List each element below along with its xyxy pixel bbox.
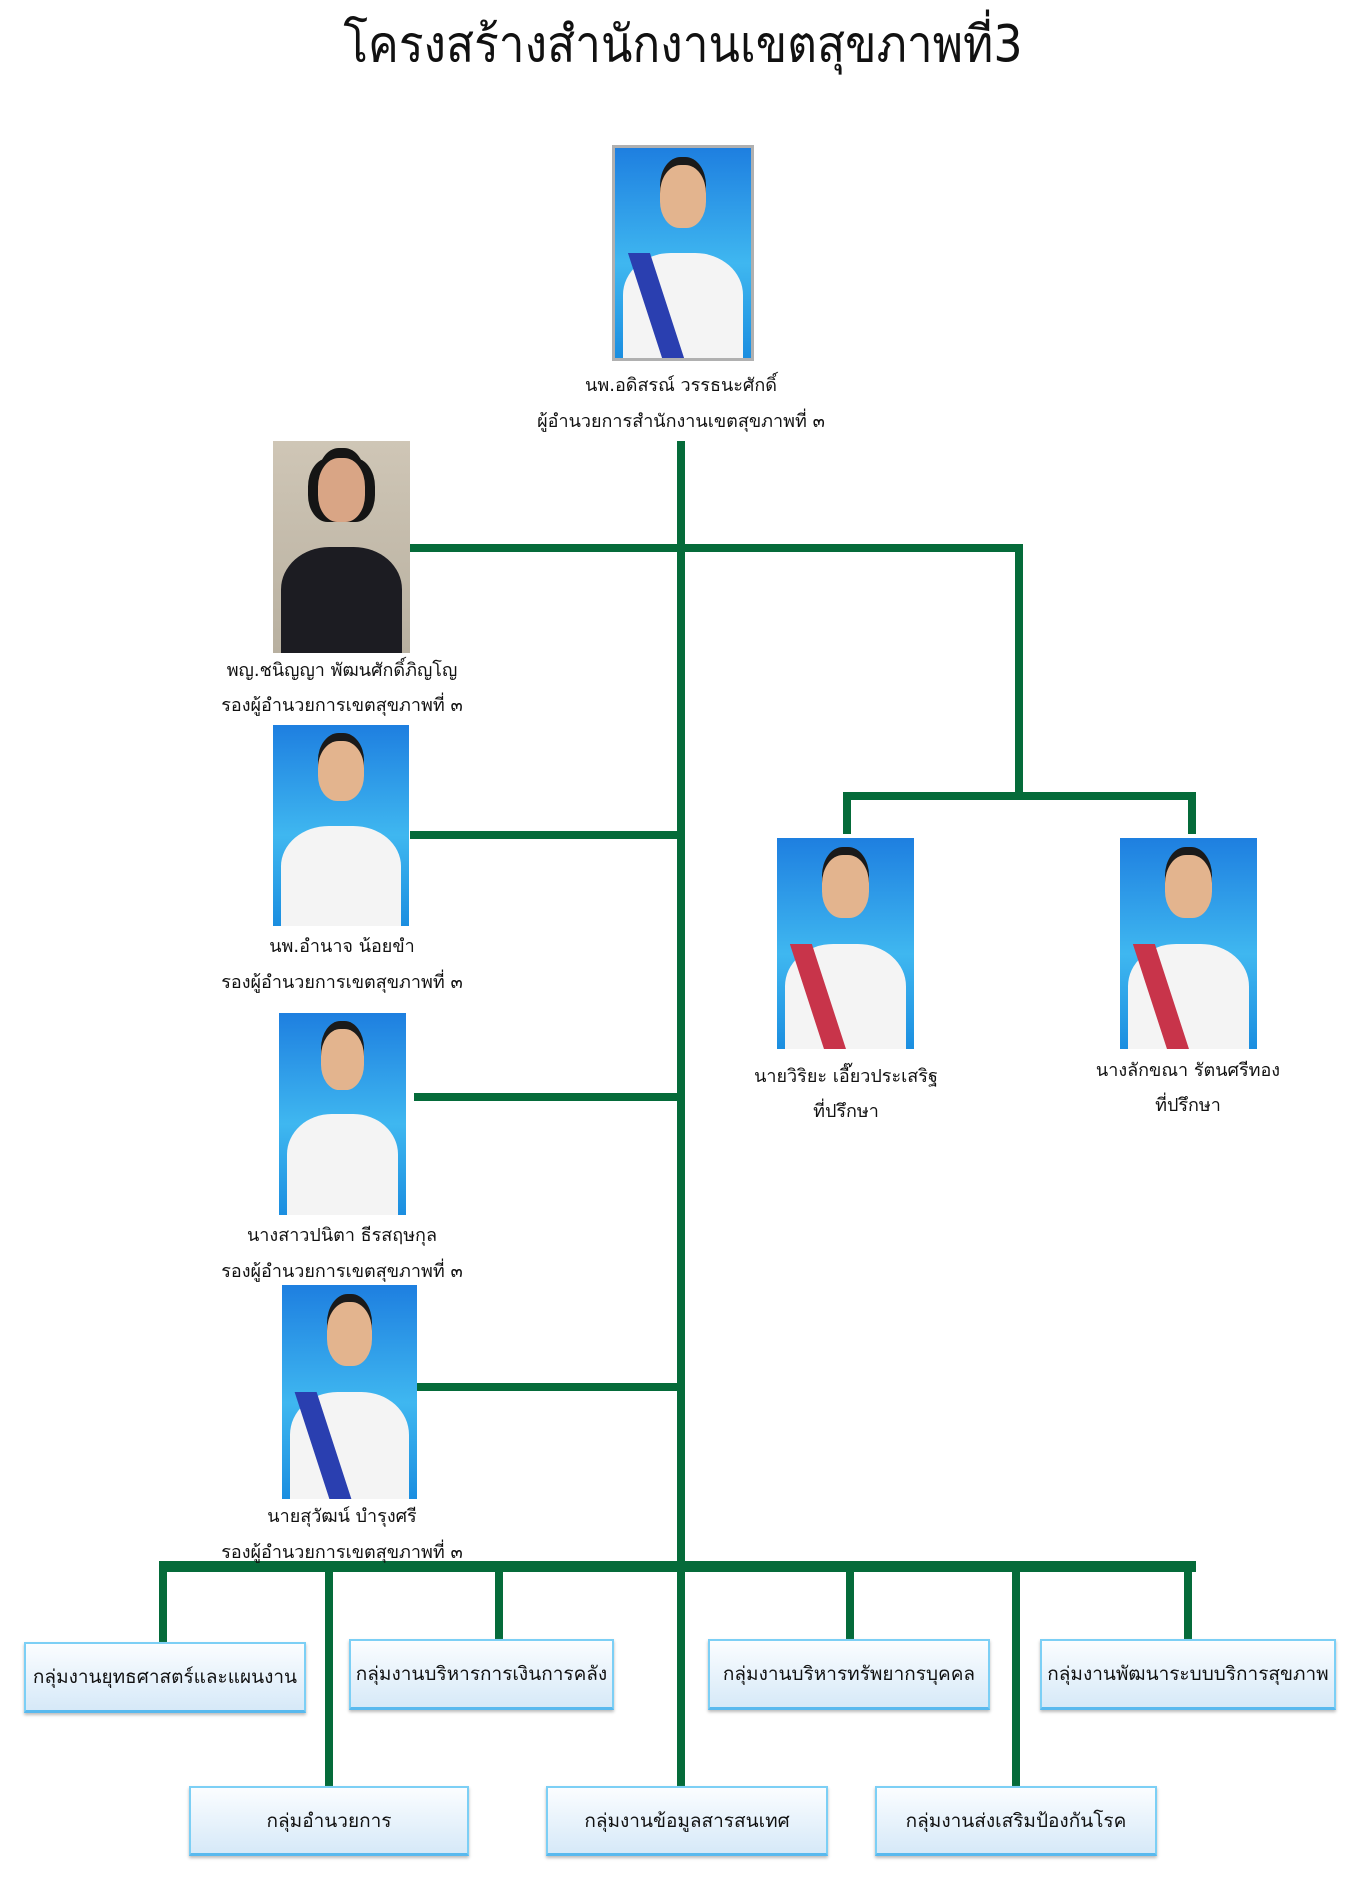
page-title: โครงสร้างสำนักงานเขตสุขภาพที่3 [343, 14, 1023, 74]
connector-advisor-1 [843, 792, 851, 834]
connector-deputy-4 [417, 1383, 680, 1391]
deputy-4-position: รองผู้อำนวยการเขตสุขภาพที่ ๓ [221, 1542, 463, 1563]
deputy-1-photo [273, 441, 410, 653]
group-box-disease-prevention[interactable]: กลุ่มงานส่งเสริมป้องกันโรค [875, 1786, 1157, 1856]
deputy-2-name: นพ.อำนาจ น้อยขำ [269, 936, 415, 957]
group-box-information[interactable]: กลุ่มงานข้อมูลสารสนเทศ [546, 1786, 828, 1856]
deputy-4-photo [282, 1285, 417, 1499]
deputy-3-position: รองผู้อำนวยการเขตสุขภาพที่ ๓ [221, 1261, 463, 1282]
group-box-administration[interactable]: กลุ่มอำนวยการ [189, 1786, 469, 1856]
director-photo [612, 145, 754, 361]
group-box-health-service-development[interactable]: กลุ่มงานพัฒนาระบบบริการสุขภาพ [1040, 1639, 1336, 1710]
advisor-2-photo [1120, 838, 1257, 1049]
group-box-strategy[interactable]: กลุ่มงานยุทธศาสตร์และแผนงาน [24, 1642, 306, 1713]
deputy-2-position: รองผู้อำนวยการเขตสุขภาพที่ ๓ [221, 972, 463, 993]
deputy-4-name: นายสุวัฒน์ บำรุงศรี [267, 1506, 417, 1527]
deputy-3-name: นางสาวปนิตา ธีรสฤษกุล [247, 1225, 437, 1246]
advisor-2-name: นางลักขณา รัตนศรีทอง [1095, 1060, 1281, 1081]
director-position: ผู้อำนวยการสำนักงานเขตสุขภาพที่ ๓ [537, 411, 825, 432]
group-box-human-resources[interactable]: กลุ่มงานบริหารทรัพยากรบุคคล [708, 1639, 990, 1710]
connector-group-5 [325, 1561, 333, 1788]
connector-group-1 [159, 1561, 167, 1644]
deputy-3-photo [279, 1013, 406, 1215]
connector-deputy-3 [414, 1093, 680, 1101]
connector-advisor-h1 [410, 544, 1023, 552]
deputy-1-position: รองผู้อำนวยการเขตสุขภาพที่ ๓ [221, 695, 463, 716]
connector-advisor-2 [1188, 792, 1196, 834]
connector-group-6 [677, 1561, 685, 1788]
group-box-finance[interactable]: กลุ่มงานบริหารการเงินการคลัง [349, 1639, 614, 1710]
advisor-1-name: นายวิริยะ เอี๊ยวประเสริฐ [754, 1066, 938, 1087]
connector-group-2 [495, 1561, 503, 1641]
connector-group-7 [1012, 1561, 1020, 1788]
connector-group-3 [846, 1561, 854, 1641]
deputy-2-photo [273, 725, 409, 926]
connector-advisor-h2 [843, 792, 1196, 800]
director-name: นพ.อดิสรณ์ วรรธนะศักดิ์ [585, 375, 777, 396]
advisor-1-position: ที่ปรึกษา [813, 1101, 879, 1122]
connector-deputy-2 [410, 831, 680, 839]
advisor-2-position: ที่ปรึกษา [1155, 1095, 1221, 1116]
connector-advisor-v [1015, 544, 1023, 800]
deputy-1-name: พญ.ชนิญญา พัฒนศักดิ์ภิญโญ [226, 660, 458, 681]
connector-trunk [677, 441, 685, 1571]
advisor-1-photo [777, 838, 914, 1049]
connector-group-4 [1184, 1561, 1192, 1641]
